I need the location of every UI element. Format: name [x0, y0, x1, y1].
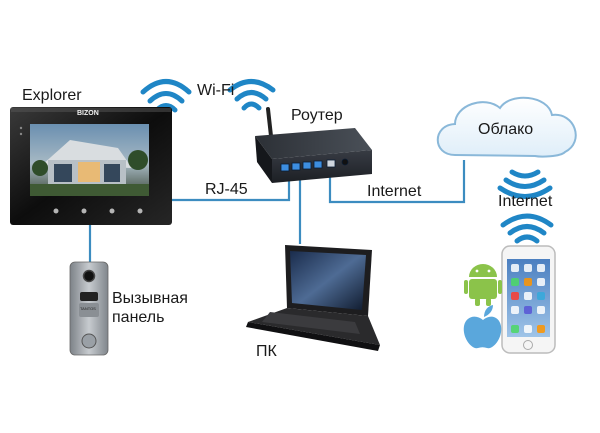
- call-panel-label-line1: Вызывная: [112, 290, 188, 307]
- phone-wifi-icon: [500, 213, 554, 244]
- hangup-icon: [137, 208, 143, 214]
- apple-icon: [463, 305, 502, 349]
- wifi-icon: [140, 79, 554, 244]
- wifi-label: Wi-Fi: [197, 82, 235, 99]
- call-panel-device: [69, 261, 109, 356]
- cloud-icon: [436, 96, 577, 158]
- home-button: [523, 340, 533, 350]
- explorer-label: Explorer: [22, 87, 82, 104]
- network-cables: [88, 160, 466, 262]
- router-ports: [280, 158, 349, 172]
- smartphone: [501, 245, 556, 354]
- android-icon: [464, 264, 502, 306]
- pc-label: ПК: [256, 343, 277, 360]
- monitor-wifi-icon: [140, 79, 192, 113]
- router-label: Роутер: [291, 107, 343, 124]
- call-panel-label-line2: панель: [112, 309, 165, 326]
- phone-icon: [81, 208, 87, 214]
- monitor-brand-label: BIZON: [77, 110, 99, 117]
- person-icon: [53, 208, 59, 214]
- cable-monitor-router: [172, 174, 291, 202]
- cloud-label: Облако: [478, 121, 534, 138]
- router-antenna: [266, 107, 273, 138]
- internet-router-label: Internet: [367, 183, 422, 200]
- router-wifi-icon: [227, 79, 276, 111]
- rj45-label: RJ-45: [205, 181, 248, 198]
- key-icon: [109, 208, 115, 214]
- router-device: [255, 107, 372, 183]
- call-button: [81, 333, 97, 349]
- panel-brand-label: TANTOS: [80, 306, 96, 311]
- laptop-pc: [246, 245, 380, 351]
- cable-router-cloud: [328, 160, 466, 204]
- cloud-wifi-icon: [497, 169, 553, 199]
- camera-lens: [82, 269, 96, 283]
- internet-phone-label: Internet: [498, 193, 553, 210]
- explorer-monitor: [10, 107, 172, 225]
